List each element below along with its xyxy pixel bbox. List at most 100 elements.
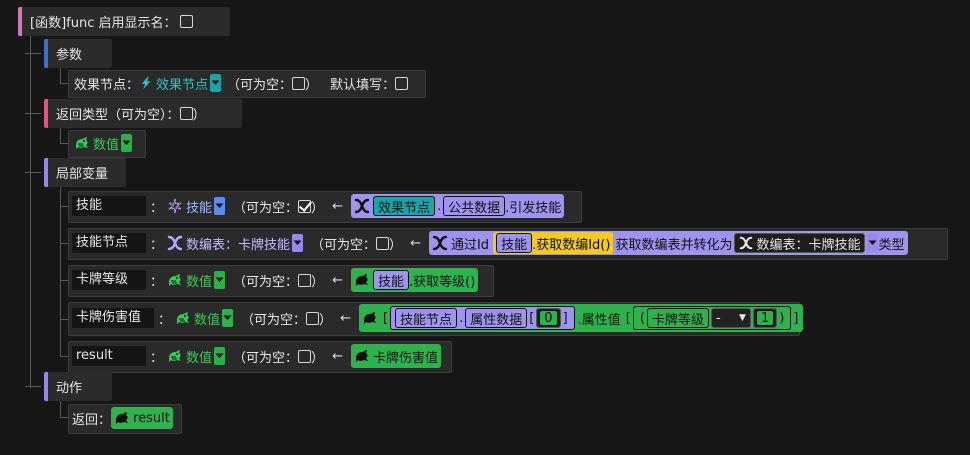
tree-branch-params [25,53,41,54]
caret-down-icon: ▼ [739,313,746,323]
var-2-expr-skill[interactable]: 技能 [496,233,533,253]
actions-header-bar [44,372,48,401]
tree-branch-var-3 [60,280,68,281]
var-3-type[interactable]: 数值 [167,271,212,290]
dragon-icon [354,272,370,288]
tree-branch-var-4 [60,319,68,320]
var-5-type-label: 数值 [186,350,213,366]
tree-line-return [60,126,61,143]
var-5-name-input[interactable]: result [72,346,146,366]
var-1-expr-public-data[interactable]: 公共数据 [443,196,506,216]
var-3-type-dropdown[interactable] [214,271,226,289]
locals-header[interactable]: 局部变量 [44,158,126,187]
var-4-expr-index-value[interactable]: 0 [539,310,558,326]
return-type-value[interactable]: 数值 [74,134,119,153]
var-2-type[interactable]: 数编表：卡牌技能 [167,234,290,253]
var-4-paren-open: [ [625,310,631,326]
actions-title: 动作 [56,381,83,396]
var-1-colon: ： [150,200,164,216]
var-4-expr-operator[interactable]: - ▼ [710,308,751,328]
var-4-expr-attr-data[interactable]: 技能节点 . 属性数据 [ 0 ] [390,306,575,330]
var-4-expr-number[interactable]: 1 [752,308,778,328]
params-header[interactable]: 参数 [44,39,112,68]
var-5-nullable-checkbox[interactable] [298,349,312,363]
var-2-name-input[interactable]: 技能节点 [72,233,146,253]
return-nullable-checkbox[interactable] [179,107,193,120]
param-row[interactable] [68,70,426,98]
chevron-down-icon [211,80,220,86]
var-4-expr-attr[interactable]: 属性数据 [465,308,528,328]
chevron-down-icon [122,140,131,146]
var-2-expr-type-dropdown[interactable] [867,234,879,252]
sparkle-icon [167,198,183,214]
param-type-dropdown[interactable] [210,74,222,92]
var-4-type-dropdown[interactable] [222,309,234,327]
var-4-assign-arrow: ← [340,310,351,326]
var-3-expr-skill[interactable]: 技能 [372,270,409,290]
var-5-type-dropdown[interactable] [214,347,226,365]
var-2-type-dropdown[interactable] [292,234,304,252]
var-1-type[interactable]: 技能 [167,197,212,216]
var-4-nullable-close: ） [319,312,333,328]
var-2-expr-get-id[interactable]: 技能 .获取数编Id() [493,232,614,254]
function-label: [函数]func 启用显示名： [30,16,177,31]
var-4-nullable-checkbox[interactable] [306,311,320,325]
param-nullable-close: ） [305,77,319,93]
var-1-name-input[interactable]: 技能 [72,196,146,216]
return-action-value[interactable]: result [111,407,173,429]
dragon-icon [362,310,378,326]
param-default-checkbox[interactable] [395,76,409,90]
actions-header[interactable]: 动作 [44,372,112,401]
var-row-3-content: 卡牌等级 ： 数值 （可为空： ） ← 技能 .获取等级() [72,265,479,295]
var-3-expression[interactable]: 技能 .获取等级() [350,268,479,292]
tree-branch-var-5 [60,356,68,357]
return-type-dropdown[interactable] [121,134,133,152]
var-4-name-input[interactable]: 卡牌伤害值 [72,308,154,328]
locals-header-bar [44,158,48,187]
param-nullable-checkbox[interactable] [292,76,306,90]
dragon-icon [74,135,90,151]
tree-branch-locals [25,172,41,173]
var-row-5-content: result ： 数值 （可为空： ） ← 卡牌伤害值 [72,341,441,371]
var-4-expr-skill-node[interactable]: 技能节点 [395,308,458,328]
var-4-expr-level[interactable]: 卡牌等级 [646,308,709,328]
var-4-expr-index[interactable]: 0 [536,308,561,328]
var-3-nullable-checkbox[interactable] [298,273,312,287]
var-4-bracket-close: ] [793,310,799,326]
return-action-content: 返回： result [72,404,173,432]
return-type-label: 数值 [93,137,120,153]
var-2-expression[interactable]: 通过Id 技能 .获取数编Id() 获取数编表并转化为 数编表：卡牌技能 类型 [428,231,908,255]
param-type-label: 效果节点 [156,77,209,93]
var-4-expr-calc[interactable]: ( 卡牌等级 - ▼ 1 ) [632,306,792,330]
return-type-header[interactable]: 返回类型（可为空）： ） [44,99,242,128]
function-header-bar [18,7,22,36]
var-3-nullable-close: ） [311,274,325,290]
tree-branch-actions [25,386,41,387]
var-1-expression[interactable]: 效果节点 . 公共数据 .引发技能 [350,194,565,218]
var-5-type[interactable]: 数值 [167,347,212,366]
var-4-type[interactable]: 数值 [175,309,220,328]
var-4-expression[interactable]: [ 技能节点 . 属性数据 [ 0 ] .属性值 [ ( 卡牌等级 - ▼ 1 … [358,304,804,332]
var-5-expression[interactable]: 卡牌伤害值 [350,344,441,368]
chevron-down-icon [293,240,302,246]
var-1-type-dropdown[interactable] [214,197,226,215]
param-type[interactable]: 效果节点 [139,74,208,93]
var-2-expr-table-type[interactable]: 数编表：卡牌技能 [734,233,866,253]
return-action-label: 返回： [72,412,112,428]
chevron-down-icon [868,240,877,246]
var-4-expr-number-value[interactable]: 1 [755,310,775,326]
var-1-nullable-checkbox[interactable] [298,199,312,213]
var-1-expr-method: .引发技能 [505,200,562,216]
var-3-name-input[interactable]: 卡牌等级 [72,270,146,290]
var-3-type-label: 数值 [186,274,213,290]
function-header[interactable]: [函数]func 启用显示名： [18,7,230,36]
param-label: 效果节点： [74,77,140,93]
var-5-expr-value: 卡牌伤害值 [372,350,438,366]
var-4-expr-dot: . [459,310,464,326]
var-3-assign-arrow: ← [332,272,343,288]
var-3-expr-method: .获取等级() [408,274,476,290]
chevron-down-icon [215,353,224,359]
show-name-checkbox[interactable] [180,15,194,28]
var-2-nullable-checkbox[interactable] [376,236,390,250]
var-1-expr-node[interactable]: 效果节点 [372,196,435,216]
